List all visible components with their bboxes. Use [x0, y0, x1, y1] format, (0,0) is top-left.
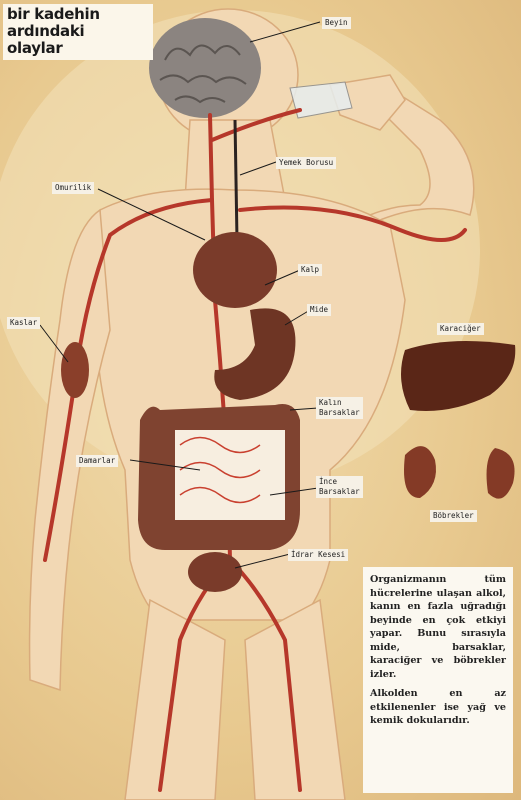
label-idrar-kesesi: İdrar Kesesi — [288, 549, 348, 561]
label-kalin-barsaklar-line1: Kalın — [319, 398, 360, 408]
description-box: Organizmanın tüm hücrelerine ulaşan alko… — [363, 567, 513, 793]
title-line-3: olaylar — [7, 40, 149, 57]
label-mide: Mide — [307, 304, 331, 316]
label-kalin-barsaklar: Kalın Barsaklar — [316, 397, 363, 419]
bladder-icon — [188, 552, 242, 592]
title-line-1: bir kadehin — [7, 6, 149, 23]
label-ince-barsaklar-line1: İnce — [319, 477, 360, 487]
label-yemek-borusu: Yemek Borusu — [276, 157, 336, 169]
label-karaciger: Karaciğer — [437, 323, 484, 335]
label-kalin-barsaklar-line2: Barsaklar — [319, 408, 360, 418]
kidney-left-icon — [404, 446, 436, 498]
description-paragraph-2: Alkolden en az etkilenenler ise yağ ve k… — [370, 687, 506, 728]
label-ince-barsaklar: İnce Barsaklar — [316, 476, 363, 498]
title-line-2: ardındaki — [7, 23, 149, 40]
label-damarlar: Damarlar — [76, 455, 118, 467]
label-kalp: Kalp — [298, 264, 322, 276]
label-ince-barsaklar-line2: Barsaklar — [319, 487, 360, 497]
description-paragraph-1: Organizmanın tüm hücrelerine ulaşan alko… — [370, 573, 506, 681]
label-kaslar: Kaslar — [7, 317, 40, 329]
page-title: bir kadehin ardındaki olaylar — [3, 4, 153, 60]
brain-icon — [149, 18, 261, 118]
liver-icon — [401, 341, 515, 411]
muscle-icon — [61, 342, 89, 398]
kidney-right-icon — [487, 448, 515, 499]
label-bobrekler: Böbrekler — [430, 510, 477, 522]
label-omurilik: Omurilik — [52, 182, 94, 194]
label-beyin: Beyin — [322, 17, 351, 29]
heart-icon — [193, 232, 277, 308]
